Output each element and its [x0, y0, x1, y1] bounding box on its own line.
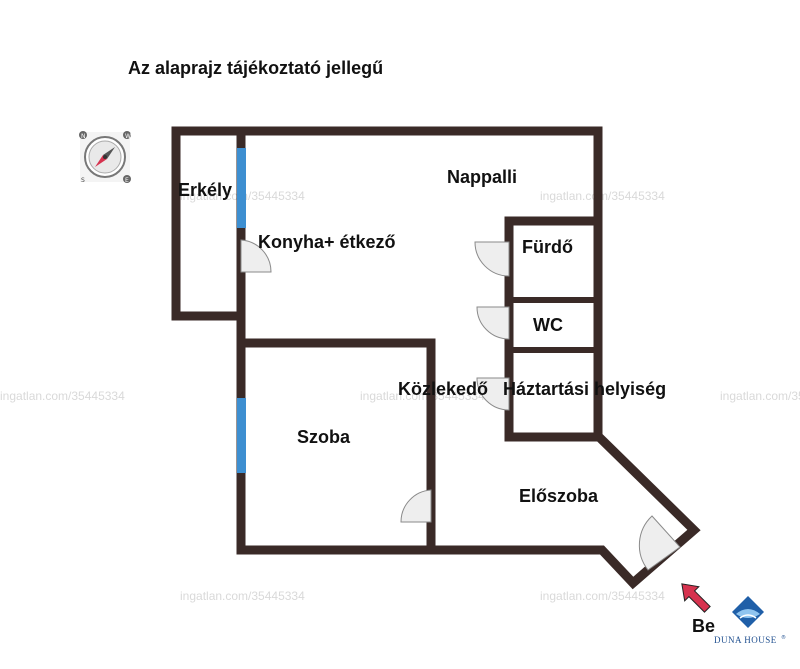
- wc-door: [476, 306, 510, 340]
- room-label-erkely: Erkély: [178, 180, 232, 200]
- room-label-nappali: Nappalli: [447, 167, 517, 187]
- room-label-eloszoba: Előszoba: [519, 486, 599, 506]
- plan-disclaimer-title: Az alaprajz tájékoztató jellegű: [128, 58, 384, 78]
- watermark: ingatlan.com/35445334: [0, 389, 125, 403]
- entrance-door: [638, 515, 681, 571]
- bathroom-door: [474, 241, 510, 277]
- balcony-door: [240, 239, 272, 273]
- watermark: ingatlan.com/35445334: [540, 589, 665, 603]
- room-label-konyha: Konyha+ étkező: [258, 232, 396, 252]
- entrance-arrow-icon: [681, 583, 711, 613]
- room-label-haztartasi: Háztartási helyiség: [503, 379, 666, 399]
- watermark: ingatlan.com/35445334: [720, 389, 800, 403]
- window: [237, 398, 246, 473]
- room-label-wc: WC: [533, 315, 563, 335]
- compass-label: E: [125, 177, 129, 184]
- watermark-group: ingatlan.com/35445334 ingatlan.com/35445…: [0, 189, 800, 603]
- compass-label: N: [81, 133, 86, 140]
- watermark: ingatlan.com/35445334: [180, 589, 305, 603]
- compass-label: S: [81, 177, 85, 184]
- room-label-kozlekedo: Közlekedő: [398, 379, 488, 399]
- watermark: ingatlan.com/35445334: [540, 189, 665, 203]
- entrance-label: Be: [692, 616, 715, 636]
- doors: [240, 239, 681, 571]
- windows: [237, 148, 246, 473]
- room-label-furdo: Fürdő: [522, 237, 573, 257]
- logo-text: DUNA HOUSE: [714, 635, 777, 645]
- watermark: ingatlan.com/35445334: [360, 389, 485, 403]
- compass-icon: N S W E: [79, 131, 131, 184]
- balcony-wall: [171, 126, 241, 321]
- room-labels: Erkély Nappalli Konyha+ étkező Fürdő WC …: [178, 167, 666, 506]
- utility-door: [476, 377, 510, 411]
- room-label-szoba: Szoba: [297, 427, 351, 447]
- bedroom-door: [400, 489, 432, 523]
- logo-registered: ®: [781, 634, 786, 641]
- window: [237, 148, 246, 228]
- bedroom-wall: [241, 338, 436, 550]
- duna-house-logo: DUNA HOUSE ®: [714, 596, 786, 645]
- compass-label: W: [125, 133, 131, 140]
